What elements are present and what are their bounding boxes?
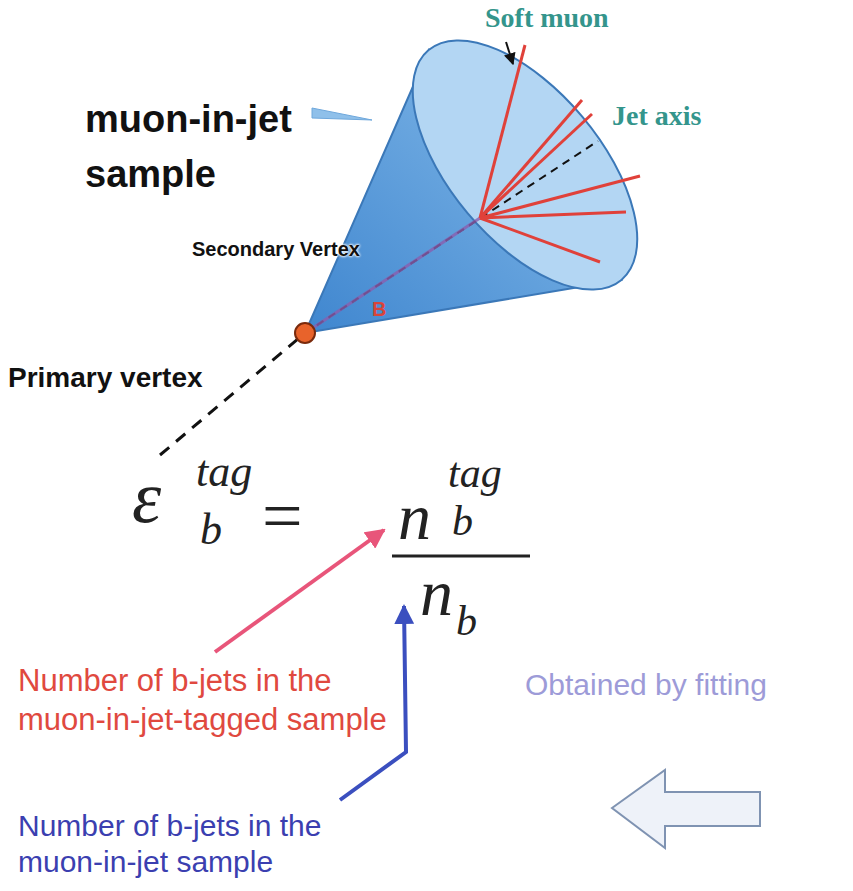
callout-label: Jet axis [612, 100, 701, 132]
track [480, 212, 626, 218]
annotation-text: Number of b-jets in the muon-in-jet samp… [18, 808, 413, 880]
track [480, 176, 640, 218]
annotation-text: Obtained by fitting [525, 668, 767, 703]
formula-equals: = [262, 480, 303, 552]
vertex-label: Primary vertex [8, 362, 203, 394]
leader-arrow [506, 42, 513, 64]
tracks [480, 45, 640, 262]
formula-subscript: b [452, 500, 473, 542]
sample-label: muon-in-jet sample [85, 92, 345, 202]
formula-symbol: n [398, 484, 431, 550]
formula-subscript: b [456, 600, 477, 642]
formula-symbol: ε [132, 460, 161, 534]
vertex-label: Secondary Vertex [192, 238, 360, 261]
formula-superscript: tag [448, 452, 502, 494]
axis-line [160, 333, 305, 455]
axis-line [305, 141, 598, 333]
cone-opening [371, 2, 679, 328]
formula-subscript: b [200, 508, 222, 552]
fraction-bar [392, 555, 530, 558]
primary-vertex-dot [295, 323, 315, 343]
leader-arrow [312, 108, 372, 120]
callout-label: Soft muon [485, 2, 609, 34]
b-flight-line [305, 218, 480, 333]
annotation-text: Number of b-jets in the muon-in-jet-tagg… [18, 662, 413, 740]
formula-superscript: tag [196, 450, 252, 494]
formula-symbol: n [420, 560, 453, 626]
track [480, 100, 582, 218]
track [480, 218, 600, 262]
block-arrow [612, 770, 760, 848]
particle-label: B [372, 298, 386, 321]
